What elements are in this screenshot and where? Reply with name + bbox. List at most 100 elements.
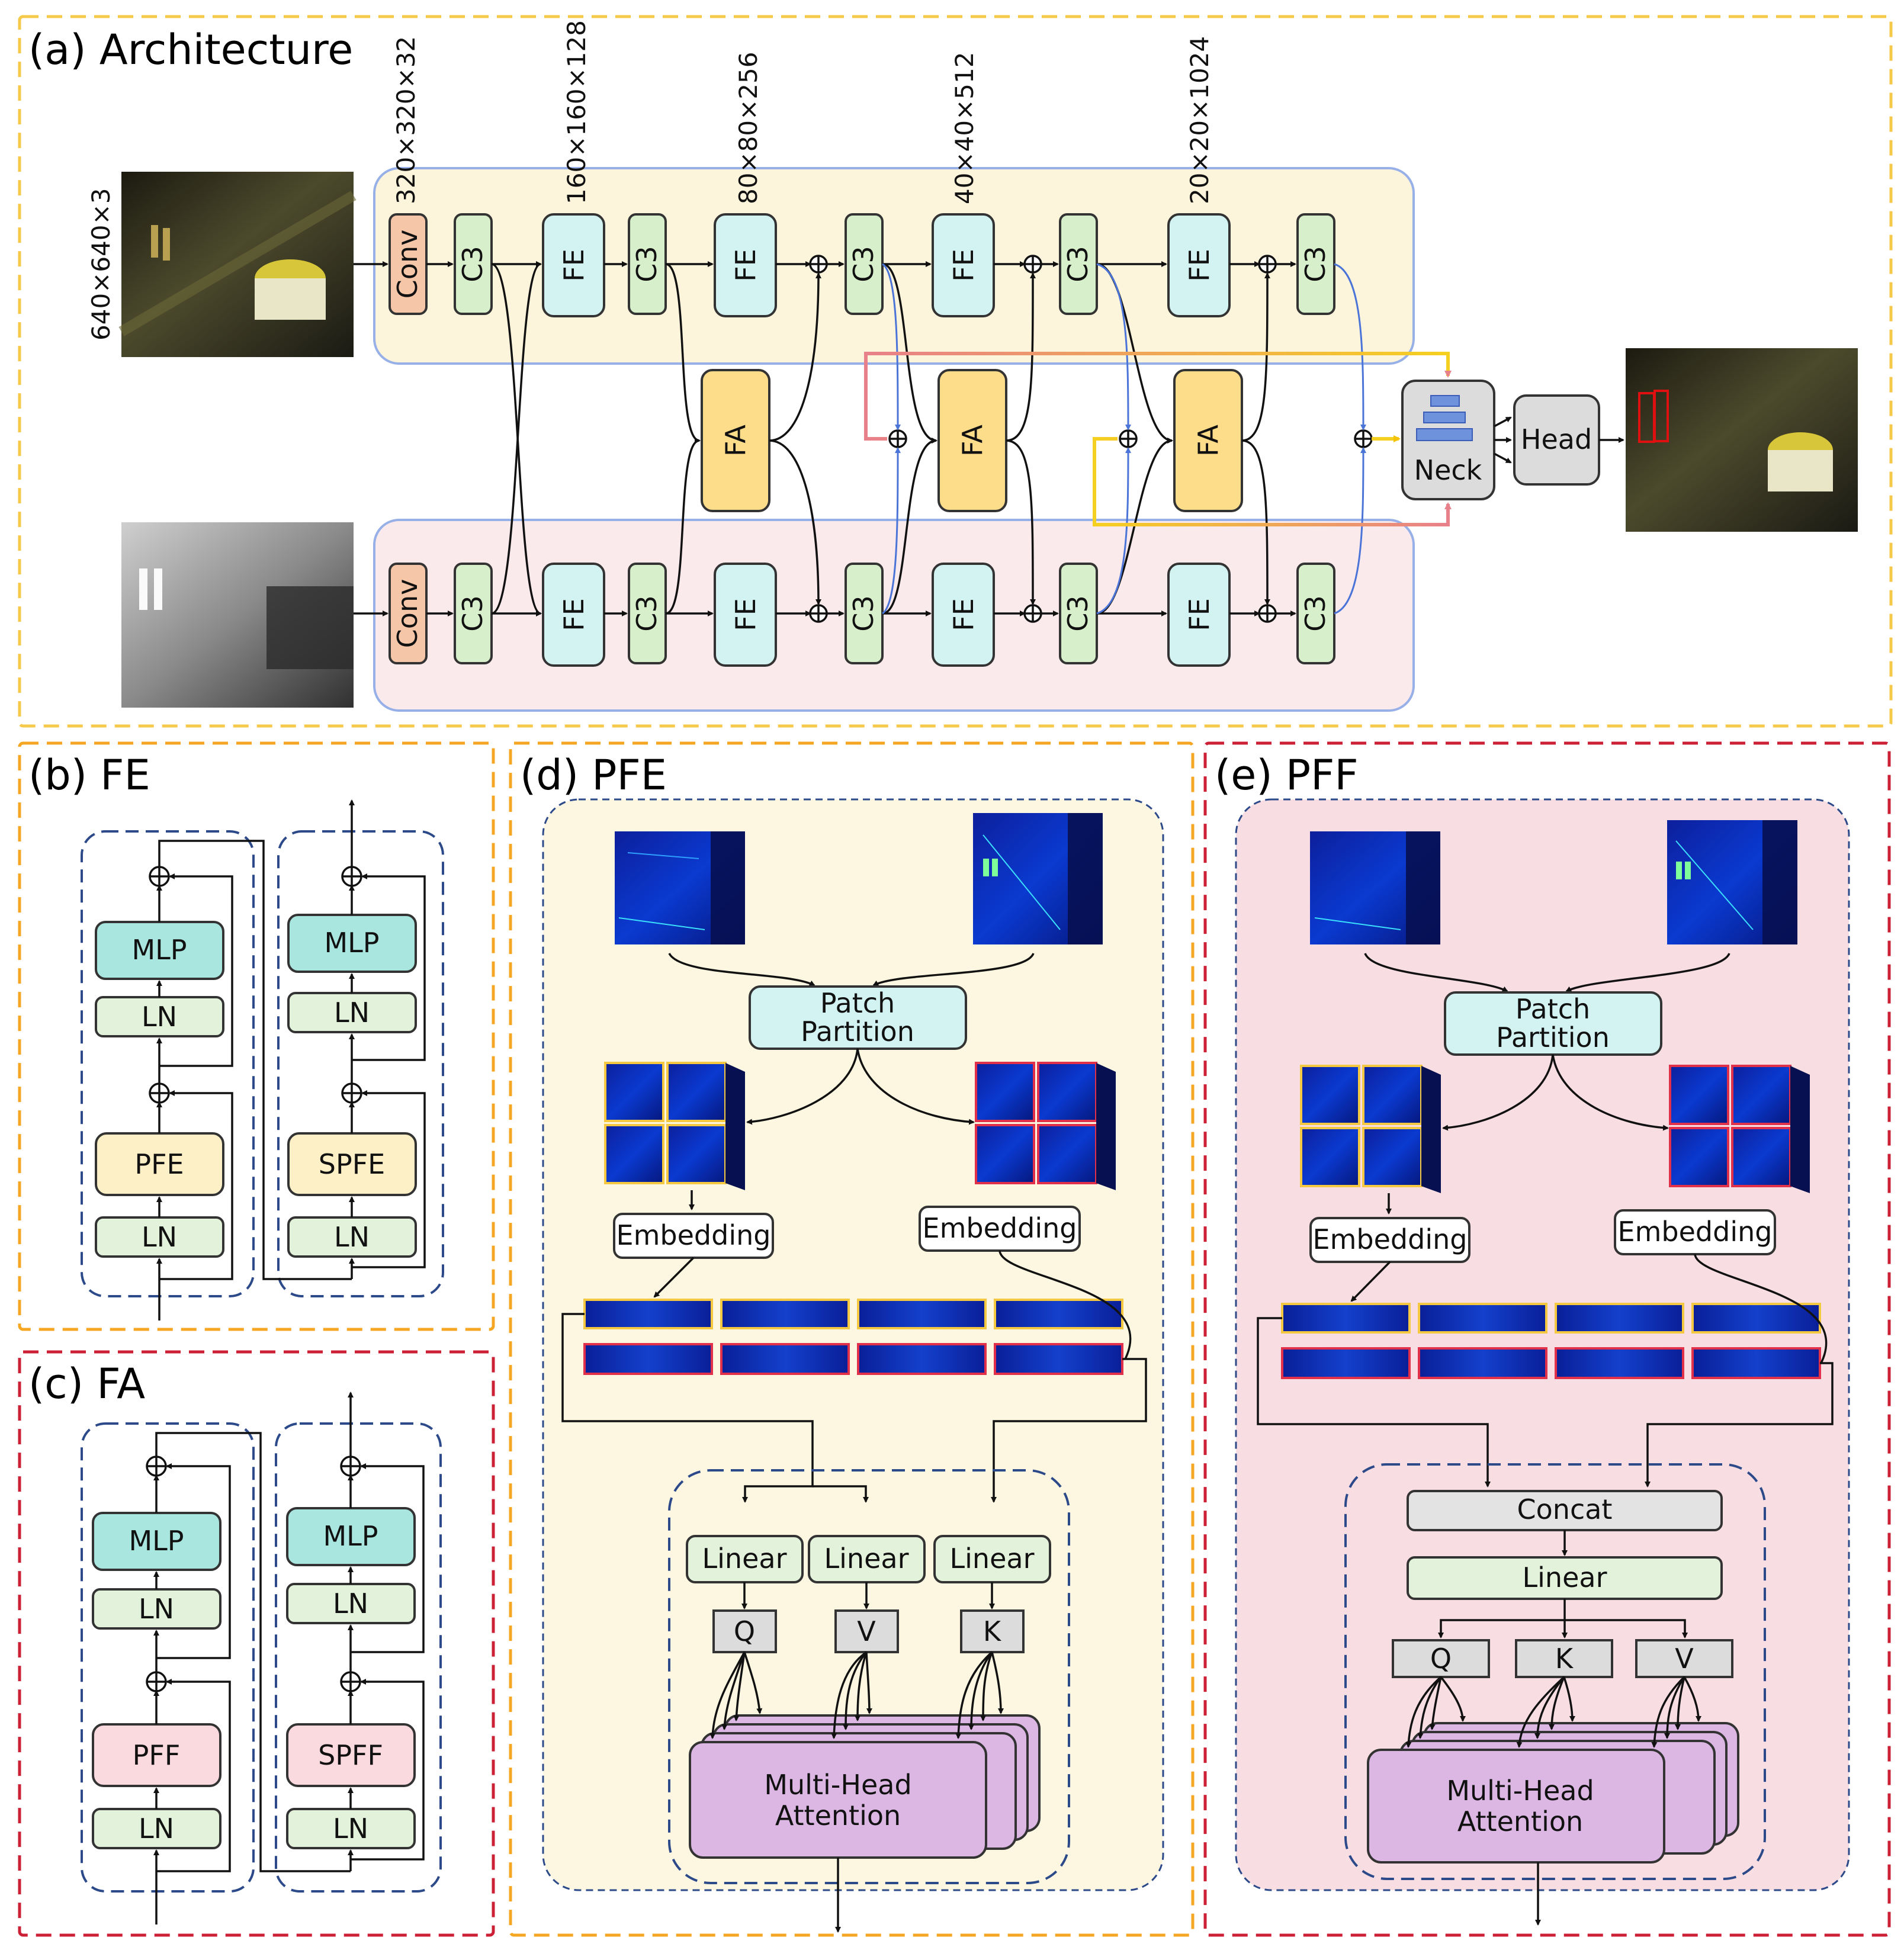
pfe-mha: Multi-Head Attention: [764, 1769, 911, 1832]
pff-linear: Linear: [1407, 1556, 1723, 1600]
pfe-linear-2: Linear: [808, 1535, 926, 1583]
svg-text:Multi-Head: Multi-Head: [1446, 1775, 1594, 1807]
pfe-mha-stack: [689, 1714, 1041, 1859]
fa-right-ln: LN: [286, 1583, 416, 1624]
ir-c3-block: C3: [845, 563, 884, 664]
rgb-c3-block: C3: [1296, 213, 1335, 315]
sum-icon: [146, 1456, 361, 1692]
neck-block: Neck: [1401, 380, 1495, 500]
fe-left-ln: LN: [95, 1216, 224, 1258]
svg-text:FE: FE: [730, 598, 762, 631]
svg-text:C3: C3: [457, 595, 489, 631]
svg-text:FA: FA: [720, 425, 752, 457]
svg-text:FE: FE: [730, 249, 762, 282]
ir-fe-block: FE: [932, 563, 995, 667]
fa-block: FA: [937, 369, 1007, 512]
panel-c-title: (c) FA: [28, 1360, 145, 1408]
fe-left-pfe: PFE: [95, 1132, 224, 1196]
fe-left-mlp: MLP: [95, 921, 224, 980]
svg-text:MLP: MLP: [323, 1520, 378, 1552]
pfe-attention-group: [668, 1469, 1070, 1884]
panel-c-border: [18, 1350, 495, 1937]
svg-text:C3: C3: [1299, 246, 1331, 282]
panel-d-border: [509, 741, 1195, 1937]
svg-text:Concat: Concat: [1517, 1493, 1613, 1525]
svg-text:MLP: MLP: [324, 927, 379, 959]
svg-text:LN: LN: [334, 997, 370, 1029]
pff-v: V: [1635, 1639, 1733, 1678]
svg-text:Embedding: Embedding: [1313, 1223, 1468, 1255]
fa-right-spff: SPFF: [286, 1723, 416, 1787]
stage-dim-label: 160×160×128: [562, 20, 591, 204]
pfe-patch-partition: Patch Partition: [749, 985, 967, 1050]
output-image: [1626, 348, 1858, 532]
pff-ir-patches: [1669, 1065, 1810, 1193]
fe-right-mlp: MLP: [287, 914, 417, 973]
pff-attention-group: [1344, 1463, 1766, 1880]
ir-c3-block: C3: [1059, 563, 1098, 664]
svg-text:Attention: Attention: [775, 1800, 901, 1832]
pff-qkv-fanout: [1405, 1676, 1701, 1748]
fa-left-pff: PFF: [92, 1723, 221, 1787]
svg-text:C3: C3: [847, 246, 879, 282]
ir-fe-block: FE: [542, 563, 605, 667]
svg-text:FA: FA: [956, 425, 988, 457]
fe-right-spfe: SPFE: [287, 1132, 417, 1196]
pfe-rgb-tokens: [583, 1299, 1123, 1329]
svg-text:LN: LN: [333, 1588, 368, 1620]
svg-text:LN: LN: [333, 1813, 368, 1845]
panel-e-border: [1203, 741, 1891, 1937]
ir-conv-block: Conv: [388, 563, 428, 664]
svg-text:Head: Head: [1521, 423, 1592, 455]
pfe-rgb-feature-cube: [615, 831, 745, 944]
fe-right-ln: LN: [287, 1216, 417, 1258]
svg-text:Patch: Patch: [820, 987, 895, 1019]
svg-text:FE: FE: [948, 249, 980, 282]
pff-embedding-ir: Embedding: [1614, 1209, 1776, 1255]
svg-text:Q: Q: [734, 1615, 755, 1647]
svg-text:C3: C3: [1299, 595, 1331, 631]
fa-block-flow: [153, 1392, 425, 1924]
stage-dim-label: 40×40×512: [950, 52, 979, 204]
pfe-qkv-fanout: [709, 1651, 1004, 1739]
pff-ir-feature-cube: [1667, 820, 1797, 944]
pfe-linear-3: Linear: [933, 1535, 1051, 1583]
svg-text:Conv: Conv: [391, 230, 423, 299]
svg-text:Partition: Partition: [1496, 1021, 1610, 1053]
rgb-c3-block: C3: [628, 213, 667, 315]
stage-dim-label: 20×20×1024: [1185, 36, 1214, 204]
fa-block: FA: [1173, 369, 1243, 512]
panel-b-title: (b) FE: [28, 751, 150, 799]
panel-a-border: [18, 15, 1893, 728]
pfe-linear-1: Linear: [686, 1535, 804, 1583]
pfe-rgb-patches: [604, 1062, 745, 1190]
fe-block-flow: [156, 799, 426, 1321]
neck-input-connections: [882, 263, 1366, 615]
fe-left-group: [81, 830, 255, 1297]
rgb-conv-block: Conv: [388, 213, 428, 315]
svg-text:SPFF: SPFF: [318, 1739, 383, 1771]
ir-c3-block: C3: [1296, 563, 1335, 664]
sum-icon: [809, 255, 1373, 623]
svg-text:V: V: [1675, 1643, 1694, 1675]
svg-text:Linear: Linear: [950, 1543, 1035, 1575]
fa-block: FA: [701, 369, 770, 512]
pfe-embedding-rgb: Embedding: [613, 1213, 774, 1259]
fe-right-ln: LN: [287, 992, 417, 1033]
pff-rgb-feature-cube: [1310, 831, 1440, 944]
svg-text:C3: C3: [631, 595, 663, 631]
fused-feature-paths: [864, 352, 1624, 526]
rgb-fe-block: FE: [542, 213, 605, 317]
svg-text:FE: FE: [948, 598, 980, 631]
pff-rgb-patches: [1300, 1065, 1441, 1193]
svg-text:C3: C3: [631, 246, 663, 282]
stage-dim-label: 80×80×256: [734, 52, 763, 204]
pff-ir-tokens: [1281, 1347, 1821, 1379]
svg-text:Multi-Head: Multi-Head: [764, 1769, 911, 1801]
svg-text:PFF: PFF: [133, 1739, 181, 1771]
pfe-ir-tokens: [583, 1343, 1123, 1375]
pff-embedding-rgb: Embedding: [1309, 1217, 1470, 1263]
panel-e-title: (e) PFF: [1215, 751, 1359, 799]
svg-text:Embedding: Embedding: [1618, 1216, 1773, 1248]
panel-d-title: (d) PFE: [520, 751, 667, 799]
